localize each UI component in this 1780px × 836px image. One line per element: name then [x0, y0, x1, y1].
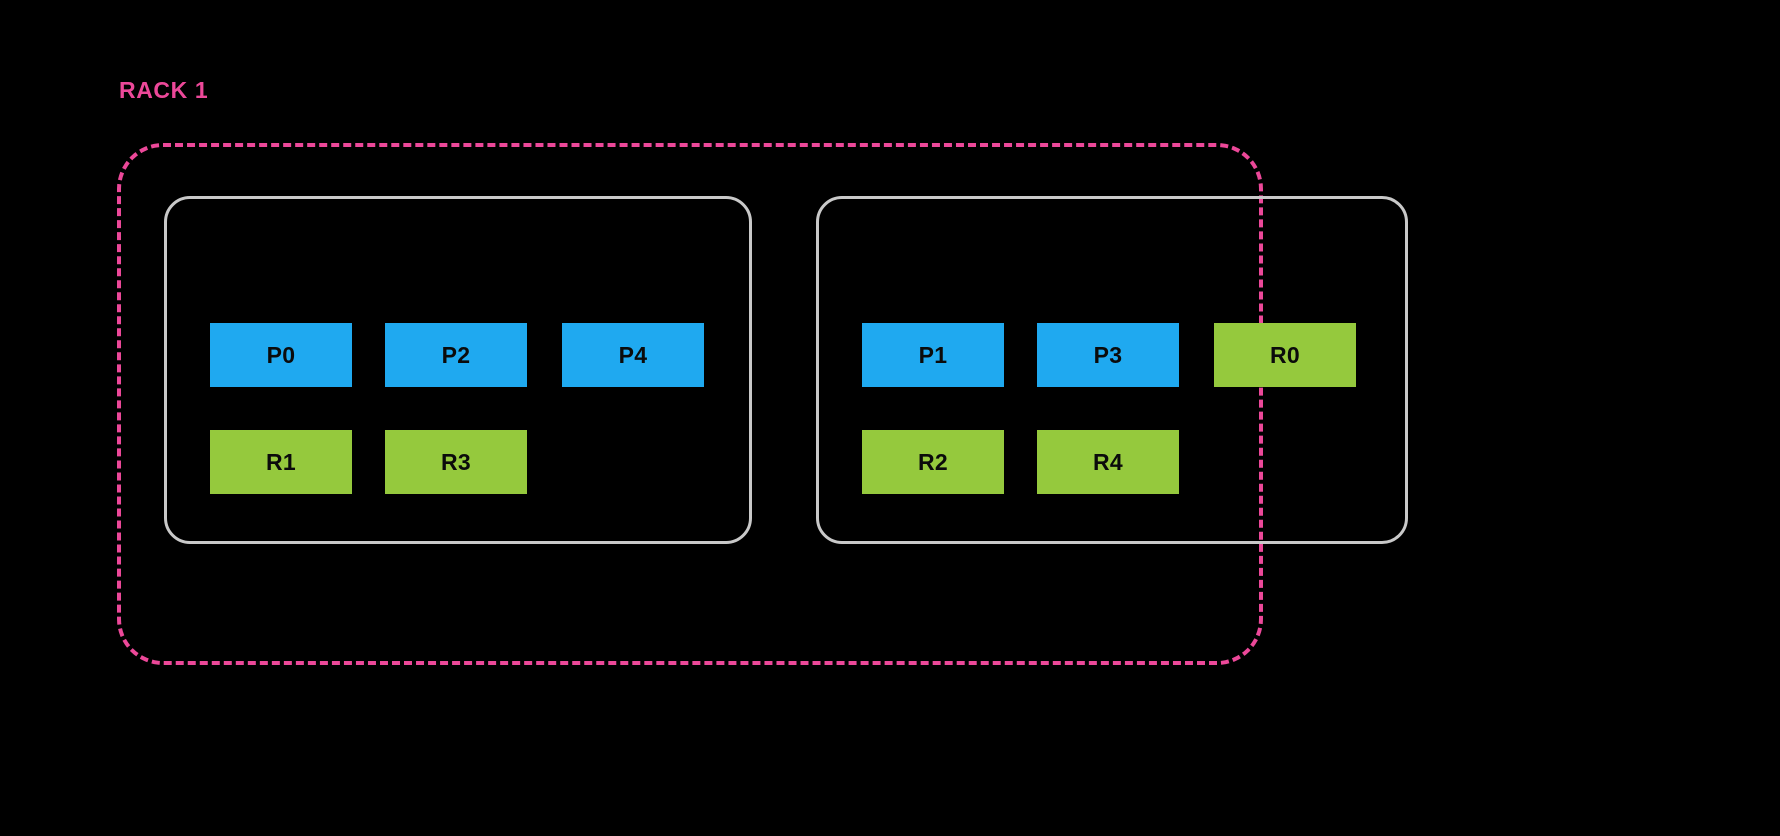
block-r1[interactable]: R1	[210, 430, 352, 494]
block-p2[interactable]: P2	[385, 323, 527, 387]
block-p3[interactable]: P3	[1037, 323, 1179, 387]
rack-boundary	[117, 143, 1263, 665]
rack-label: RACK 1	[119, 77, 209, 103]
node-container-1	[816, 196, 1408, 544]
block-r4[interactable]: R4	[1037, 430, 1179, 494]
block-r2[interactable]: R2	[862, 430, 1004, 494]
block-p0[interactable]: P0	[210, 323, 352, 387]
block-r3[interactable]: R3	[385, 430, 527, 494]
block-p1[interactable]: P1	[862, 323, 1004, 387]
block-p4[interactable]: P4	[562, 323, 704, 387]
node-container-0	[164, 196, 752, 544]
block-r0[interactable]: R0	[1214, 323, 1356, 387]
